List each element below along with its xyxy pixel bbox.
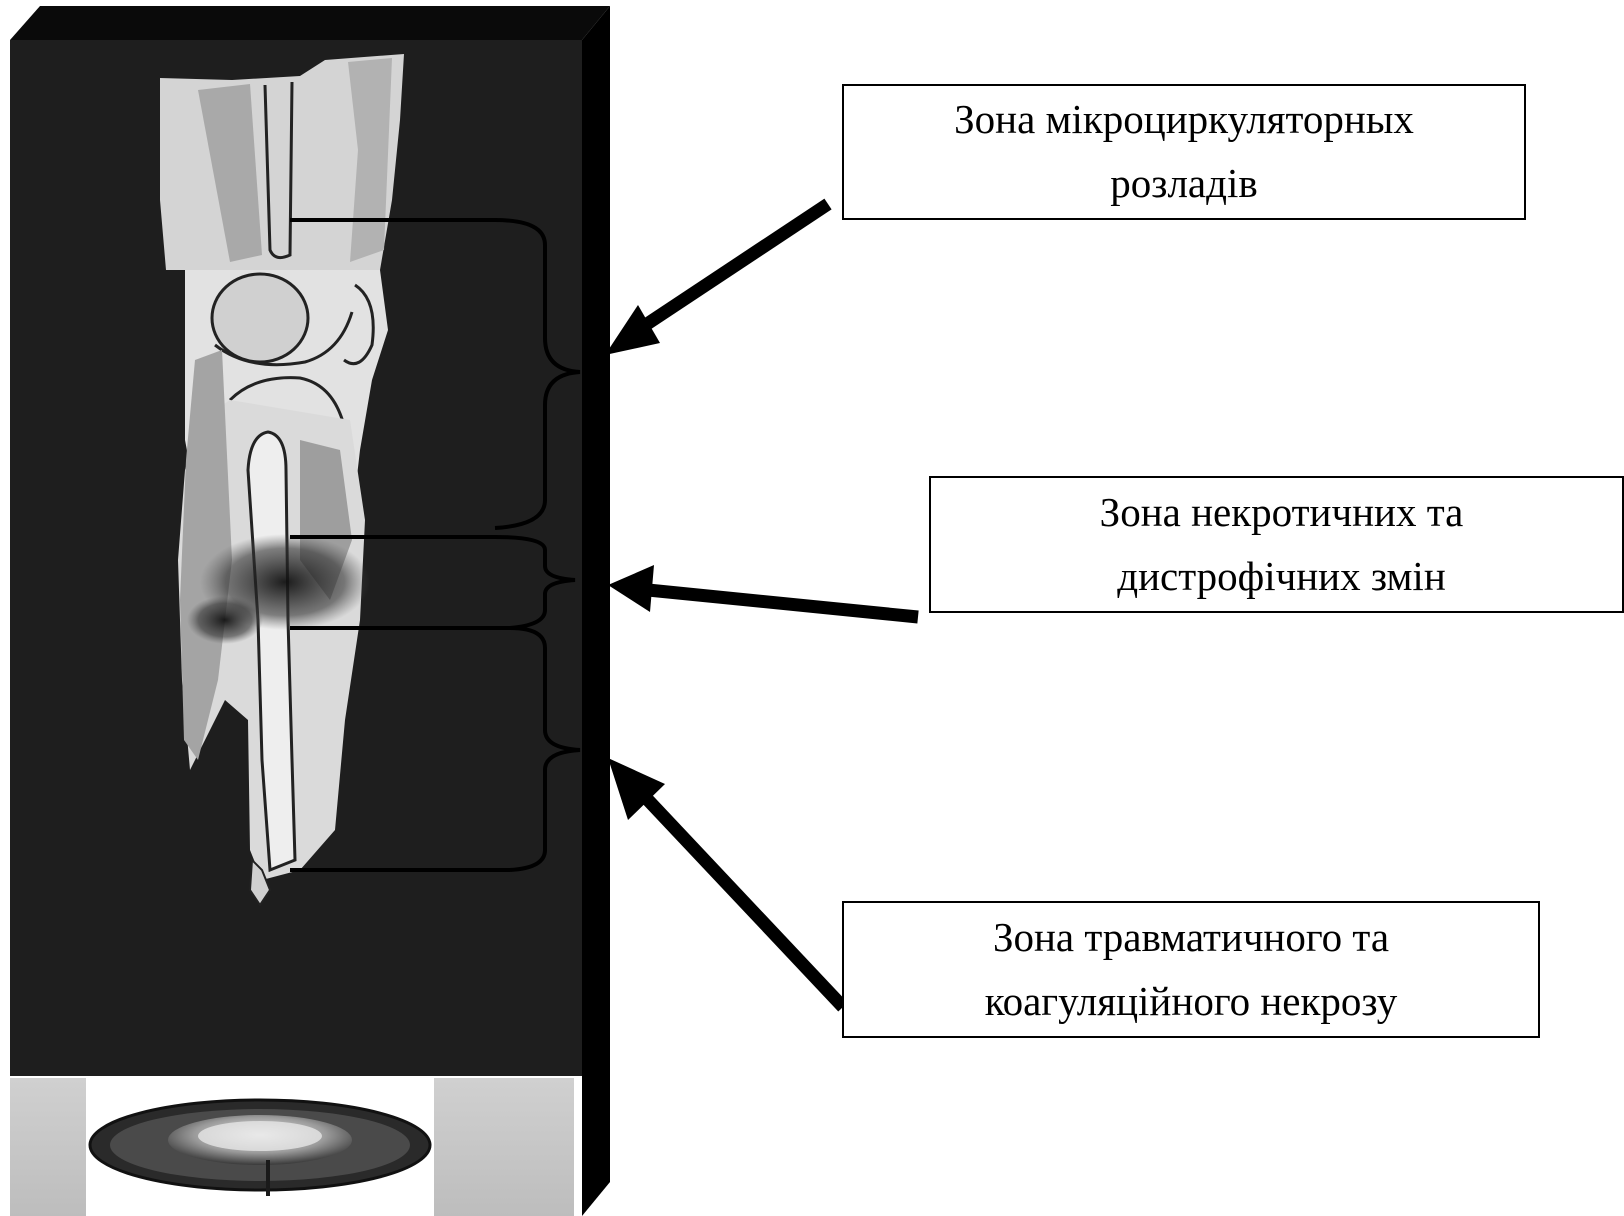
arrow-traumatic bbox=[608, 758, 843, 1007]
label-microcirculatory-line-2: розладів bbox=[954, 152, 1414, 216]
label-necrotic-zone: Зона некротичних та дистрофічних змін bbox=[929, 476, 1624, 613]
arrow-microcirculatory bbox=[605, 204, 828, 355]
patella bbox=[212, 274, 308, 362]
label-traumatic-line-1: Зона травматичного та bbox=[985, 906, 1398, 970]
panel-side-bevel bbox=[582, 6, 610, 1216]
label-traumatic-line-2: коагуляційного некрозу bbox=[985, 970, 1398, 1034]
label-microcirculatory-line-1: Зона мікроциркуляторных bbox=[954, 88, 1414, 152]
bruise-area-left bbox=[187, 596, 263, 644]
arrow-necrotic bbox=[608, 565, 918, 617]
zone-arrows bbox=[605, 204, 918, 1007]
label-necrotic-line-2: дистрофічних змін bbox=[1100, 545, 1464, 609]
label-microcirculatory-zone: Зона мікроциркуляторных розладів bbox=[842, 84, 1526, 220]
label-necrotic-line-1: Зона некротичних та bbox=[1100, 481, 1464, 545]
panel-top-bevel bbox=[10, 6, 610, 40]
label-traumatic-zone: Зона травматичного та коагуляційного нек… bbox=[842, 901, 1540, 1038]
panel-base bbox=[10, 1078, 574, 1216]
